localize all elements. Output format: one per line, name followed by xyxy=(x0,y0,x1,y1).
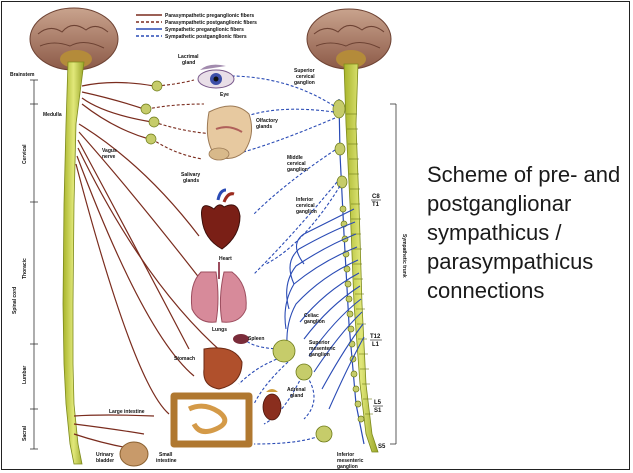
label-celiac-2: ganglion xyxy=(304,319,325,325)
label-lumbar: Lumbar xyxy=(22,366,28,384)
label-salivary-2: glands xyxy=(183,178,199,184)
label-eye: Eye xyxy=(220,92,229,98)
lungs-organ xyxy=(191,262,246,322)
label-sacral: Sacral xyxy=(22,425,28,441)
autonomic-nervous-system-diagram: Parasympathetic preganglionic fibers Par… xyxy=(4,4,412,470)
label-l1: L1 xyxy=(372,342,380,348)
spinal-region-bracket xyxy=(30,80,38,449)
label-t1: T1 xyxy=(372,202,380,208)
left-spinal-cord xyxy=(63,62,84,464)
label-small-intestine-2: intestine xyxy=(156,458,177,464)
label-t12: T12 xyxy=(370,334,381,340)
label-superior-cervical-3: ganglion xyxy=(294,80,315,86)
cranial-ganglia xyxy=(141,81,162,144)
right-spinal-cord xyxy=(344,64,378,452)
caption-line: postganglionar xyxy=(427,189,627,218)
sympathetic-trunk-bracket xyxy=(390,104,396,444)
heart-organ xyxy=(202,190,241,249)
label-nerve: nerve xyxy=(102,154,116,160)
label-s1: S1 xyxy=(374,408,382,414)
legend-item: Sympathetic preganglionic fibers xyxy=(165,27,244,33)
urinary-bladder-organ xyxy=(120,442,148,466)
legend-item: Sympathetic postganglionic fibers xyxy=(165,34,247,40)
label-lacrimal-2: gland xyxy=(182,60,195,66)
stomach-organ xyxy=(204,348,242,389)
spleen-organ xyxy=(233,334,249,344)
legend: Parasympathetic preganglionic fibers Par… xyxy=(136,13,257,40)
large-intestine-organ xyxy=(174,396,249,444)
label-brainstem: Brainstem xyxy=(10,72,35,78)
label-c8: C8 xyxy=(372,194,380,200)
label-stomach: Stomach xyxy=(174,356,195,362)
label-spinal-cord: Spinal cord xyxy=(12,287,18,314)
label-middle-cervical-3: ganglion xyxy=(287,167,308,173)
label-adrenal-2: gland xyxy=(290,393,303,399)
label-olfactory-2: glands xyxy=(256,124,272,130)
slide-caption: Scheme of pre- and postganglionar sympat… xyxy=(427,160,627,305)
label-l5: L5 xyxy=(374,400,382,406)
label-inferior-mesenteric-3: ganglion xyxy=(337,464,358,470)
label-medulla: Medulla xyxy=(43,112,62,118)
label-superior-mesenteric-3: ganglion xyxy=(309,352,330,358)
label-thoracic: Thoracic xyxy=(22,258,28,279)
label-cervical: Cervical xyxy=(22,144,28,164)
caption-line: sympathicus / xyxy=(427,218,627,247)
label-heart: Heart xyxy=(219,256,232,262)
eye-organ xyxy=(198,65,234,88)
caption-line: parasympathicus xyxy=(427,247,627,276)
label-spleen: Spleen xyxy=(248,336,264,342)
left-brain xyxy=(30,8,118,70)
adrenal-kidney-organ xyxy=(263,389,281,420)
caption-line: connections xyxy=(427,276,627,305)
caption-line: Scheme of pre- and xyxy=(427,160,627,189)
right-brain xyxy=(307,9,391,69)
label-large-intestine: Large intestine xyxy=(109,409,145,415)
label-s5: S5 xyxy=(378,444,386,450)
label-sympathetic-trunk: Sympathetic trunk xyxy=(401,234,407,278)
label-inferior-cervical-3: ganglion xyxy=(296,209,317,215)
legend-item: Parasympathetic postganglionic fibers xyxy=(165,20,257,26)
legend-item: Parasympathetic preganglionic fibers xyxy=(165,13,254,19)
label-lungs: Lungs xyxy=(212,327,227,333)
label-urinary-2: bladder xyxy=(96,458,114,464)
